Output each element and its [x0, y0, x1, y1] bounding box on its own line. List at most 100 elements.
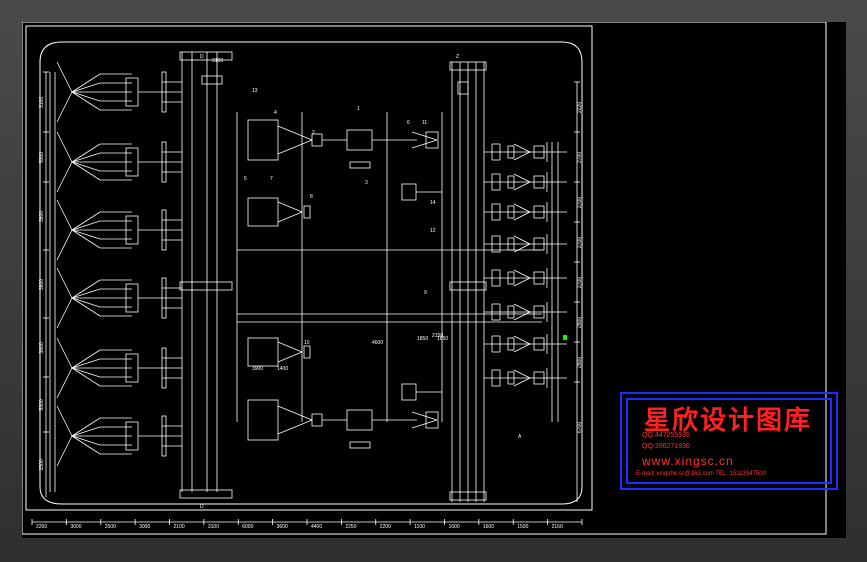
manifold	[161, 209, 167, 251]
dim-right-label: 2220	[577, 102, 583, 113]
callout-label: 6	[407, 120, 410, 126]
pump-upper	[247, 119, 279, 161]
manifold	[161, 277, 167, 319]
reducer	[513, 211, 531, 221]
bundle-fan	[71, 435, 101, 446]
taper	[277, 125, 313, 141]
dim-bottom-label: 1500	[517, 524, 528, 530]
watermark-title: 星欣设计图库	[644, 406, 813, 436]
cone	[411, 139, 438, 149]
bundle-fan	[71, 426, 101, 437]
cone	[411, 411, 438, 421]
valve-right	[457, 81, 469, 95]
bundle-line	[56, 337, 73, 369]
dim-bottom-label: 3100	[208, 524, 219, 530]
outlet-valve	[491, 303, 501, 321]
coupling-mid	[303, 345, 311, 359]
bundle-fan	[71, 220, 101, 231]
motor	[346, 129, 373, 151]
callout-label: 11	[422, 120, 427, 126]
dim-left-label: 3800	[39, 279, 45, 290]
bundle-line	[56, 367, 73, 399]
dim-bottom-label: 1600	[483, 524, 494, 530]
dim-bottom-label: 2150	[552, 524, 563, 530]
dim-bottom-label: 1100	[414, 524, 425, 530]
cone	[411, 131, 438, 141]
manifold	[161, 415, 167, 457]
callout-label: Z	[456, 54, 459, 60]
coupling	[311, 413, 323, 427]
watermark-url[interactable]: www.xingsc.cn	[642, 454, 734, 468]
bundle-line	[56, 405, 73, 437]
callout-label: D	[200, 54, 204, 60]
taper	[277, 351, 303, 363]
taper	[277, 405, 313, 421]
dim-left-label: 3100	[39, 97, 45, 108]
reducer	[513, 303, 531, 313]
dim-left-label: 3800	[39, 342, 45, 353]
outlet-valve	[491, 235, 501, 253]
outlet-valve	[491, 369, 501, 387]
outlet-valve	[491, 269, 501, 287]
motor	[346, 409, 373, 431]
watermark-email: E-mail: xingshe.sc@163.com TEL: 15113347…	[636, 471, 766, 477]
header-flange	[179, 489, 233, 499]
reducer	[513, 203, 531, 213]
reducer	[513, 377, 531, 387]
motor-base	[349, 161, 371, 169]
outlet-block	[533, 305, 545, 319]
pump-mid-0	[247, 197, 279, 227]
callout-label: 13	[252, 88, 258, 94]
dim-left-label: 3300	[39, 459, 45, 470]
outlet-block	[533, 371, 545, 385]
outlet-block	[533, 205, 545, 219]
bundle-fan	[71, 367, 101, 387]
watermark-qq1: QQ:447255935	[642, 432, 690, 439]
callout-label: 4	[274, 110, 277, 116]
bundle-line	[56, 267, 73, 299]
watermark-inner-frame	[626, 398, 832, 484]
cursor-marker	[563, 335, 567, 340]
bundle-fan	[71, 161, 101, 172]
bundle-line	[56, 161, 73, 193]
reducer	[513, 151, 531, 161]
small-pump	[401, 183, 417, 201]
callout-label: 14	[430, 200, 436, 206]
check-valve	[425, 131, 439, 149]
dim-left-label: 5300	[39, 399, 45, 410]
inner-dim-label: 1400	[277, 366, 288, 372]
dim-bottom-label: 2100	[174, 524, 185, 530]
bundle-fan	[71, 211, 101, 231]
taper	[277, 419, 313, 435]
bundle-fan	[71, 73, 101, 93]
bundle-fan	[71, 435, 101, 455]
dim-left-label: 3800	[39, 211, 45, 222]
watermark-qq2: QQ:396271930	[642, 443, 690, 450]
outlet-valve	[491, 335, 501, 353]
manifold	[161, 141, 167, 183]
dim-bottom-label: 2250	[345, 524, 356, 530]
inner-dim-label: 4600	[372, 340, 383, 346]
bundle-fan	[71, 152, 101, 163]
taper	[277, 211, 303, 223]
bundle-fan	[71, 82, 101, 93]
callout-label: 2	[312, 130, 315, 136]
inner-border	[25, 25, 593, 511]
bundle-fan	[71, 288, 101, 299]
bundle-fan	[71, 297, 101, 317]
dim-bottom-label: 2200	[36, 524, 47, 530]
bundle-line	[56, 229, 73, 261]
bundle-fan	[71, 91, 101, 111]
dim-right-label: 2700	[577, 197, 583, 208]
taper	[277, 201, 303, 213]
outlet-valve	[507, 371, 515, 385]
callout-label: 7	[270, 176, 273, 182]
reducer	[513, 343, 531, 353]
bundle-fan	[71, 143, 101, 163]
reducer	[513, 335, 531, 345]
right-flange	[449, 281, 487, 291]
dim-right-label: 6700	[577, 422, 583, 433]
callout-label: 8	[310, 194, 313, 200]
header-flange	[179, 281, 233, 291]
